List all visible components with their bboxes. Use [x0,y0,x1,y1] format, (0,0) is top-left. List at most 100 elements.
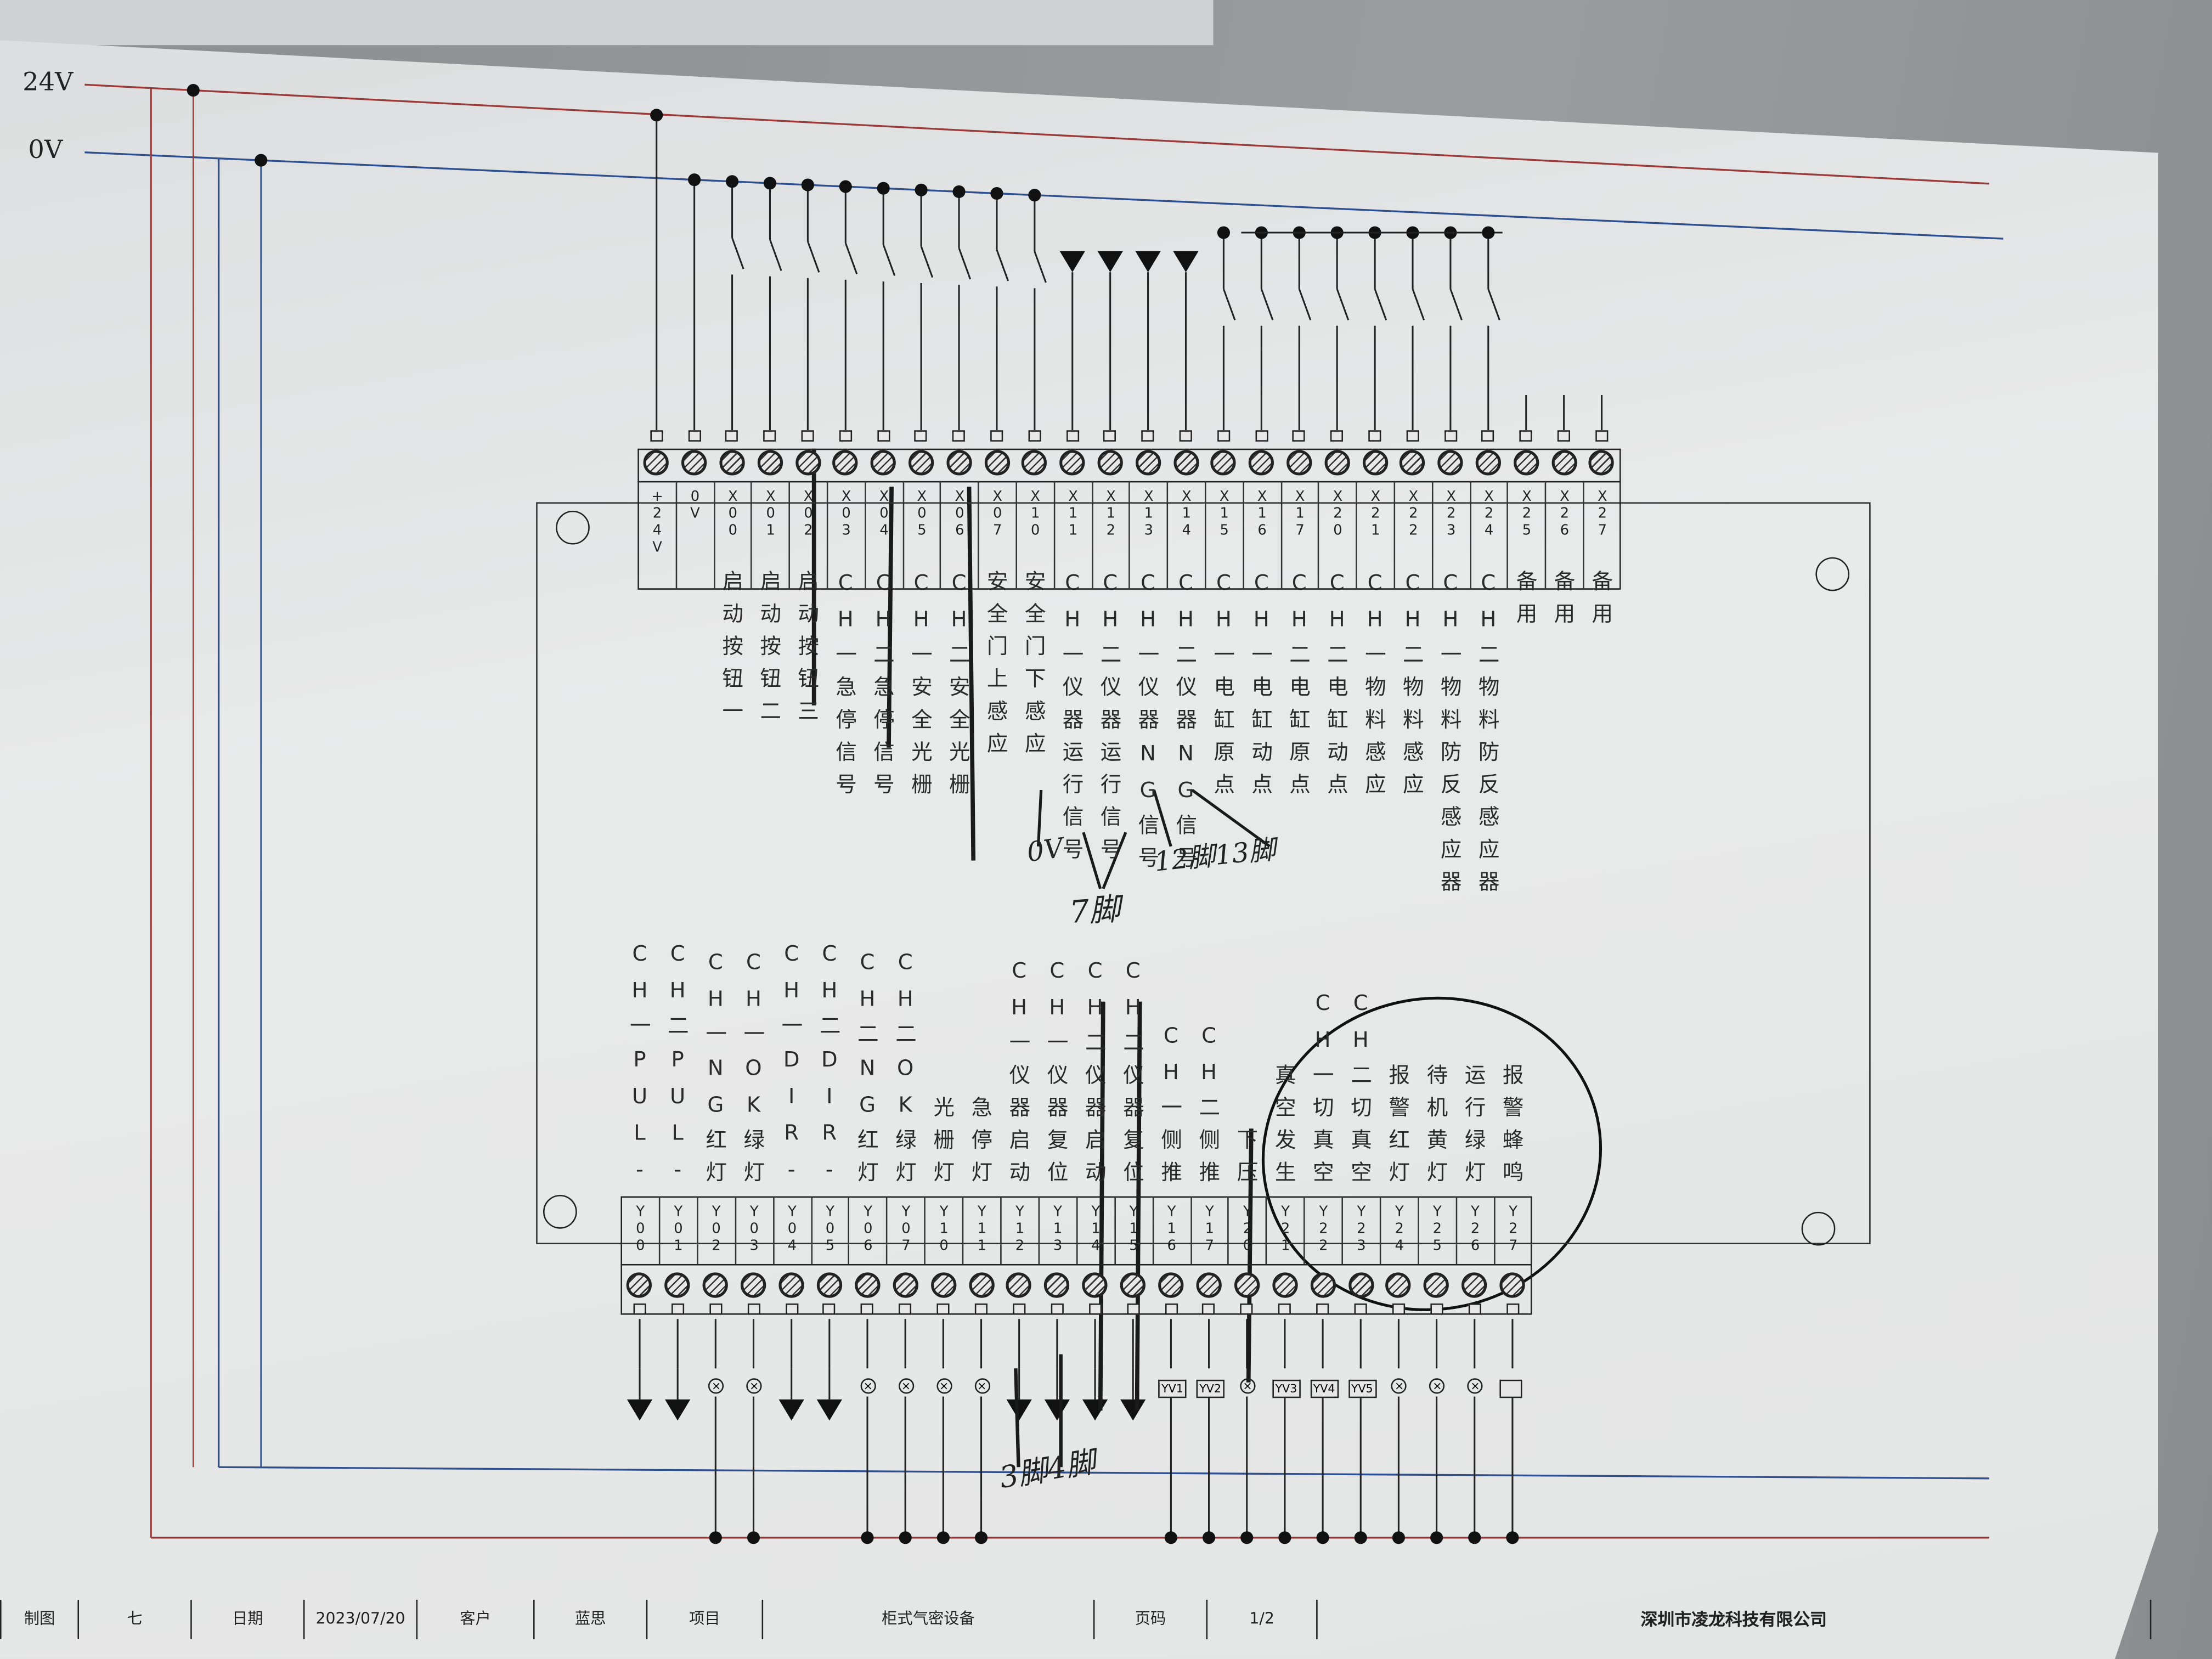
input-terminal-0V: 0V [675,430,713,590]
input-terminal-X01: X01 [751,430,789,590]
terminal-screw [703,1272,729,1298]
terminal-screw [1437,450,1464,476]
rail-0v-label: 0V [28,135,63,165]
input-terminal-X13: X13 [1129,430,1167,590]
output-label: 运行绿灯 [1462,1063,1487,1194]
output-driver-symbol-Y05 [816,1399,842,1421]
lamp-icon: × [746,1378,762,1394]
input-terminal-X14: X14 [1167,430,1205,590]
terminal-id: X02 [800,489,816,540]
junction-dot [990,187,1003,200]
terminal-cell-divider [810,1196,812,1264]
switch-contact [1034,251,1047,283]
terminal-cell-divider [696,1196,698,1264]
terminal-id: Y03 [746,1204,762,1256]
terminal-connector [1368,430,1381,442]
terminal-id: X14 [1178,489,1194,540]
terminal-id: Y17 [1201,1204,1217,1256]
switch-contact [1260,289,1274,320]
background-paper [0,0,1214,46]
junction-dot [763,177,777,190]
sensor-symbol-X14 [1173,251,1199,273]
terminal-cell-divider [675,481,677,590]
sensor-symbol-X12 [1097,251,1123,273]
input-label: CH二安全光栅 [946,569,972,806]
terminal-connector [1406,430,1419,442]
terminal-id: X21 [1368,489,1384,540]
terminal-id: Y01 [670,1204,686,1256]
terminal-screw [681,450,707,476]
terminal-connector [1240,1303,1254,1315]
input-terminal-X05: X05 [902,430,940,590]
input-label: CH一物料防反感应器 [1437,569,1464,903]
terminal-cell-divider [1114,1196,1116,1264]
terminal-connector [990,430,1003,442]
terminal-cell-divider [1356,481,1358,590]
switch-contact [1336,289,1350,320]
lamp-icon: × [936,1378,952,1394]
terminal-screw [1462,1272,1487,1298]
terminal-screw [1286,450,1312,476]
lamp-icon: × [1391,1378,1407,1394]
terminal-id: Y22 [1316,1204,1331,1256]
terminal-id: X01 [763,489,778,540]
terminal-screw [1589,450,1615,476]
junction-dot [1240,1531,1254,1544]
terminal-connector [915,430,928,442]
terminal-cell-divider [1545,481,1547,590]
lamp-icon: × [974,1378,990,1394]
switch-contact [806,241,820,273]
terminal-id: X16 [1254,489,1270,540]
input-terminal-24V: +24V [637,430,675,585]
terminal-screw [930,1272,956,1298]
terminal-cell-divider [902,481,904,590]
output-label: CH一切真空 [1310,990,1336,1194]
terminal-id: Y06 [860,1204,876,1256]
terminal-connector [839,430,852,442]
output-terminal-Y00: Y00 [620,1197,658,1327]
terminal-cell-divider [772,1196,774,1264]
output-driver-symbol-Y13 [1044,1399,1070,1421]
terminal-screw [1424,1272,1449,1298]
output-terminal-Y23: Y23 [1341,1196,1380,1327]
switch-contact [1449,289,1463,320]
terminal-connector [1278,1303,1291,1315]
output-label: CH二PUL- [665,941,691,1194]
terminal-screw [1475,450,1501,476]
terminal-connector [1293,430,1306,442]
terminal-cell-divider [1493,1196,1495,1264]
input-terminal-X03: X03 [826,430,865,590]
handwritten-circle-mark [1261,996,1602,1311]
switch-contact [882,244,896,276]
input-label: CH一急停信号 [833,569,859,806]
terminal-cell-divider [864,481,866,590]
terminal-screw [893,1272,918,1298]
terminal-id: Y23 [1353,1204,1369,1256]
input-terminal-X11: X11 [1053,430,1091,590]
terminal-connector [633,1303,646,1315]
terminal-screw [1135,450,1161,476]
terminal-id: X20 [1330,489,1346,540]
handwritten-note-x11-x12: 7脚 [1068,893,1122,932]
terminal-screw [871,450,896,476]
terminal-connector [1066,430,1079,442]
output-driver-symbol-Y04 [778,1399,804,1421]
terminal-id: X00 [725,489,741,540]
title-project: 柜式气密设备 [761,1599,1093,1639]
input-label: CH二物料感应 [1400,569,1426,806]
terminal-cell-divider [1417,1196,1419,1264]
terminal-screw [1324,450,1350,476]
junction-dot [1468,1531,1481,1544]
terminal-id: X03 [838,489,854,540]
handwritten-arrow [1152,789,1172,847]
terminal-connector [1392,1303,1405,1315]
terminal-connector [801,430,814,442]
title-drawn-by: 七 [77,1599,190,1639]
input-terminal-X17: X17 [1280,430,1318,590]
terminal-connector [1141,430,1155,442]
terminal-cell-divider [978,481,980,590]
output-terminal-Y14: Y14 [1076,1196,1114,1327]
terminal-cell-divider [1204,481,1206,590]
terminal-screw [757,450,783,476]
